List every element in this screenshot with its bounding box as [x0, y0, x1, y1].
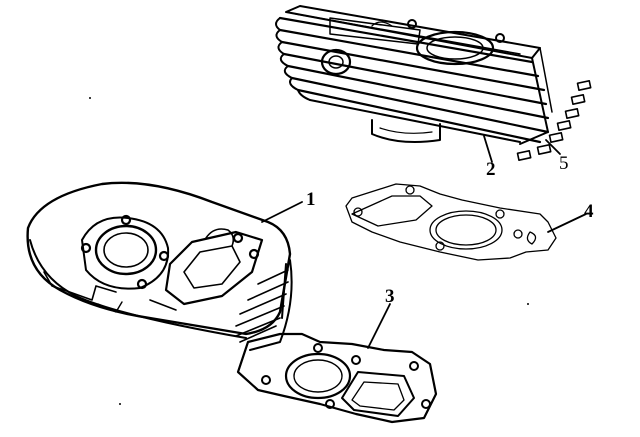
leader-line-4 [547, 213, 587, 233]
leader-line-5 [545, 139, 561, 155]
cylinder-head-part [275, 5, 553, 145]
leader-line-3 [367, 303, 391, 349]
leader-line-2 [483, 135, 493, 163]
callout-label-2: 2 [486, 159, 496, 180]
callout-label-1: 1 [306, 189, 316, 210]
leader-lines [261, 135, 587, 349]
dowel-pins-part [516, 80, 592, 161]
scan-specks [89, 97, 529, 405]
base-gasket-part [236, 332, 438, 424]
leader-line-1 [261, 201, 303, 223]
callout-label-5: 5 [559, 153, 569, 174]
callout-label-4: 4 [584, 201, 594, 222]
cylinder-block-part [26, 181, 293, 351]
callout-label-3: 3 [385, 286, 395, 307]
head-gasket-part [345, 183, 557, 261]
